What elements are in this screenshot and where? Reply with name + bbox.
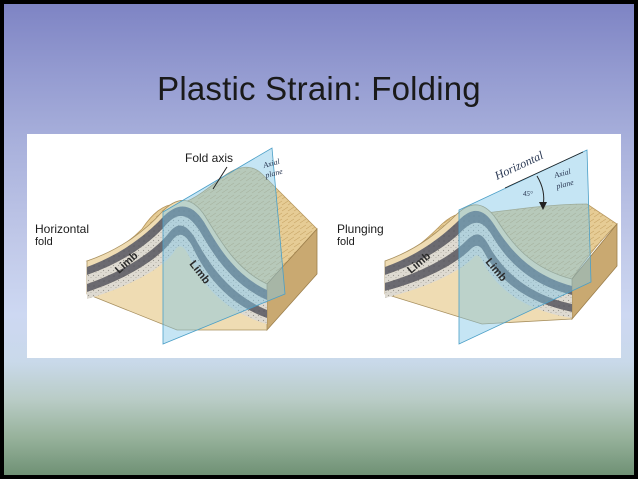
plunging-fold-stratum-dark-upper <box>385 210 572 295</box>
horizontal-fold-block <box>85 147 318 345</box>
horizontal-fold-label-line1: Horizontal <box>35 222 89 236</box>
plunge-angle-label: 45° <box>523 190 533 198</box>
plunging-fold-stratum-light-lower <box>385 245 572 318</box>
fold-diagram-figure: Horizontal fold Fold axis Axial plane Li… <box>27 134 621 358</box>
horizontal-reference-line <box>504 151 584 189</box>
horizontal-fold-label-line2: fold <box>35 236 53 248</box>
horizontal-fold-stratum-dark-upper <box>87 206 267 300</box>
slide-title: Plastic Strain: Folding <box>157 70 481 107</box>
plunge-arrow-head <box>539 202 547 210</box>
plunging-fold-label-line1: Plunging <box>337 222 384 236</box>
fold-diagram: Horizontal fold Fold axis Axial plane Li… <box>35 147 618 345</box>
plunging-fold-block <box>384 149 618 345</box>
horizontal-fold-stratum-light <box>87 215 267 310</box>
plunging-fold-label-line2: fold <box>337 236 355 248</box>
horizontal-fold-axial-plane <box>162 147 286 345</box>
plunging-fold-stratum-light <box>385 222 572 304</box>
slide: Plastic Strain: Folding <box>4 4 634 475</box>
horizontal-fold-stratum-light-lower <box>87 234 267 324</box>
plunging-fold-stratum-dark-lower <box>385 234 572 312</box>
fold-axis-label: Fold axis <box>185 151 233 165</box>
